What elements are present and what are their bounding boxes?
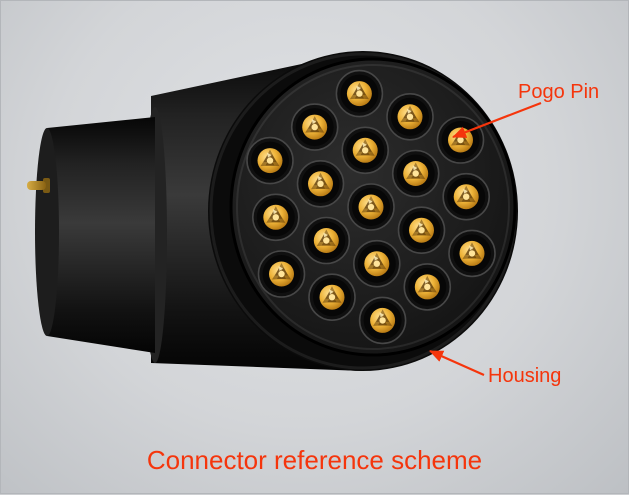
pogo-pin bbox=[358, 296, 407, 345]
pogo-pin bbox=[251, 193, 300, 242]
housing-end-cap bbox=[35, 128, 59, 336]
pogo-pin bbox=[391, 149, 440, 198]
pogo-pin bbox=[296, 160, 345, 208]
pogo-pin bbox=[302, 216, 351, 265]
pogo-pin bbox=[347, 183, 395, 231]
pogo-pin bbox=[397, 206, 446, 254]
pogo-pin-array bbox=[246, 69, 496, 345]
pogo-pin-arrow bbox=[452, 101, 542, 139]
pogo-pin bbox=[448, 229, 496, 278]
pogo-pin bbox=[246, 136, 294, 185]
caption: Connector reference scheme bbox=[146, 445, 483, 475]
pogo-pin bbox=[352, 239, 401, 288]
pogo-pin bbox=[257, 250, 306, 298]
pogo-pin bbox=[290, 103, 339, 151]
pogo-pin bbox=[341, 126, 390, 175]
pogo-pin bbox=[386, 93, 434, 141]
pogo-pin bbox=[308, 273, 356, 322]
housing-arrow bbox=[429, 349, 485, 377]
housing-label: Housing bbox=[488, 365, 562, 387]
pogo-pin bbox=[436, 116, 485, 164]
pogo-pin bbox=[335, 69, 384, 118]
side-pin bbox=[27, 178, 50, 193]
pogo-pin bbox=[442, 172, 491, 221]
pogo-pin-label: Pogo Pin bbox=[518, 81, 600, 103]
pogo-pin bbox=[403, 263, 452, 311]
